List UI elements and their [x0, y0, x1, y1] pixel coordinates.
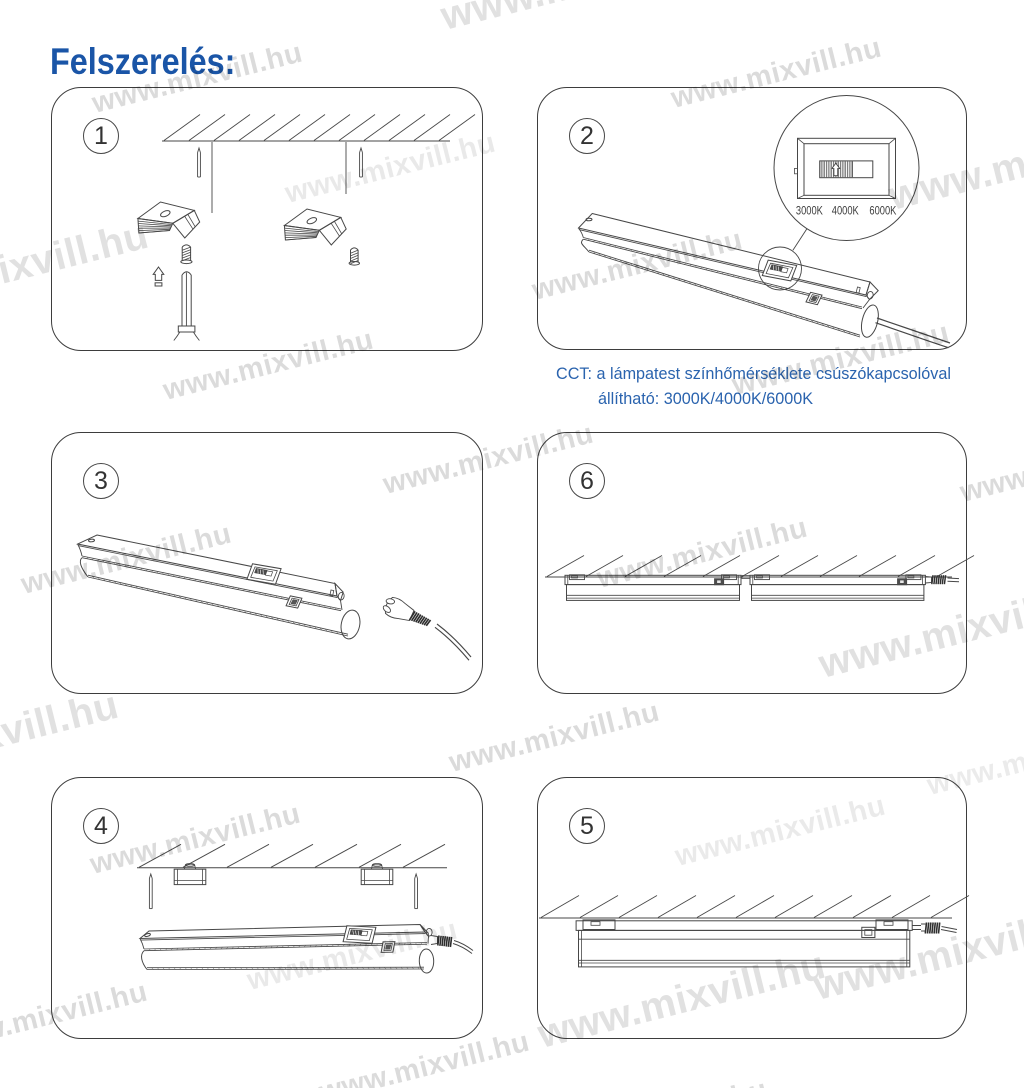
svg-text:www.mixvill.hu: www.mixvill.hu: [436, 0, 733, 39]
svg-text:www.mixvill.hu: www.mixvill.hu: [159, 324, 377, 407]
svg-text:www.mixvill.hu: www.mixvill.hu: [379, 418, 597, 501]
svg-text:www.mixvill.hu: www.mixvill.hu: [553, 1074, 771, 1088]
svg-text:www.mixvill.hu: www.mixvill.hu: [533, 943, 830, 1057]
svg-text:www.mixvill.hu: www.mixvill.hu: [0, 976, 151, 1059]
svg-text:www.mixvill.hu: www.mixvill.hu: [809, 895, 1024, 1009]
svg-text:www.mixvill.hu: www.mixvill.hu: [671, 790, 889, 873]
svg-text:www.mixvill.hu: www.mixvill.hu: [667, 32, 885, 115]
svg-text:www.mixvill.hu: www.mixvill.hu: [528, 224, 746, 307]
svg-text:www.mixvill.hu: www.mixvill.hu: [88, 37, 306, 120]
svg-text:www.mixvill.hu: www.mixvill.hu: [445, 696, 663, 779]
svg-text:www.mixvill.hu: www.mixvill.hu: [956, 426, 1024, 509]
svg-text:www.mixvill.hu: www.mixvill.hu: [315, 1026, 533, 1088]
svg-text:www.mixvill.hu: www.mixvill.hu: [814, 573, 1024, 687]
svg-text:www.mixvill.hu: www.mixvill.hu: [281, 127, 499, 210]
svg-text:www.mixvill.hu: www.mixvill.hu: [86, 798, 304, 881]
svg-text:3000K: 3000K: [796, 206, 823, 218]
svg-text:www.mixvill.hu: www.mixvill.hu: [243, 914, 461, 997]
svg-text:www.mixvill.hu: www.mixvill.hu: [17, 518, 235, 601]
svg-text:www.mixvill.hu: www.mixvill.hu: [728, 316, 953, 402]
svg-text:www.mixvill.hu: www.mixvill.hu: [923, 719, 1024, 802]
svg-text:www.mixvill.hu: www.mixvill.hu: [0, 683, 123, 797]
svg-text:6000K: 6000K: [869, 206, 896, 218]
svg-text:www.mixvill.hu: www.mixvill.hu: [884, 105, 1024, 219]
svg-text:www.mixvill.hu: www.mixvill.hu: [593, 512, 811, 595]
svg-text:www.mixvill.hu: www.mixvill.hu: [0, 213, 153, 327]
svg-text:4000K: 4000K: [832, 206, 859, 218]
